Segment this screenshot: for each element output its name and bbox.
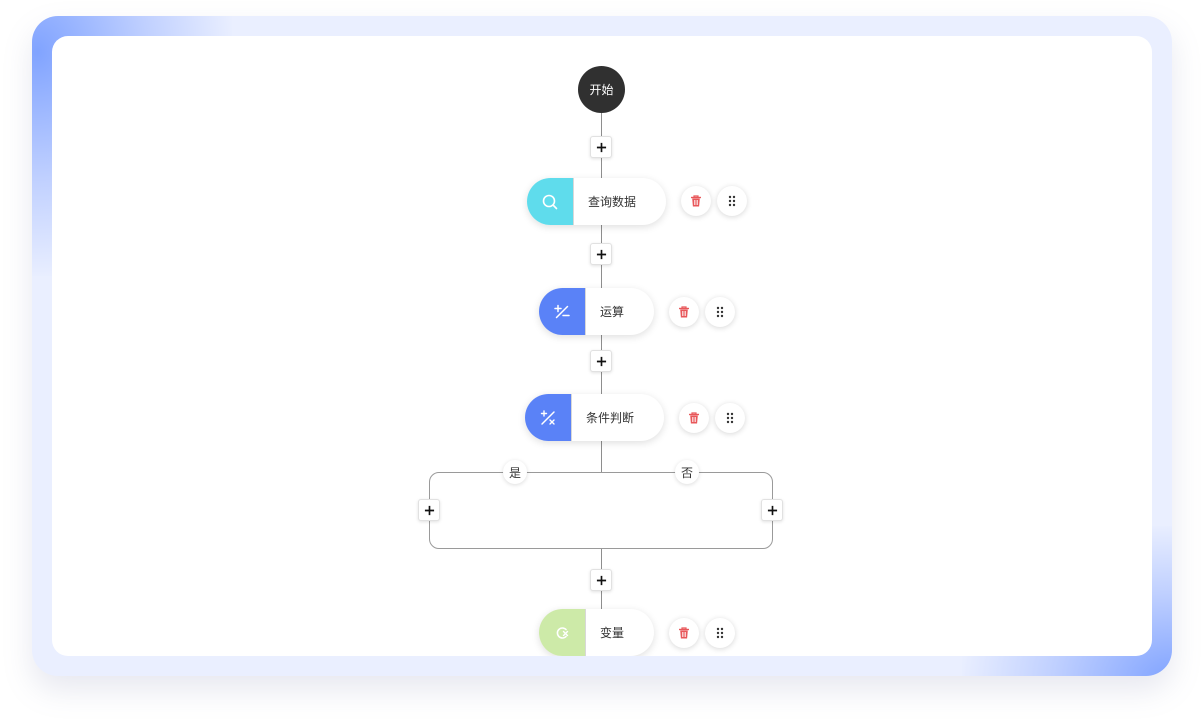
trash-icon bbox=[679, 627, 689, 639]
delete-node-button[interactable] bbox=[681, 186, 711, 216]
connector-line bbox=[601, 441, 602, 472]
node-icon-box bbox=[527, 178, 574, 225]
add-yes-branch-step-button[interactable] bbox=[418, 499, 440, 521]
add-step-button[interactable] bbox=[590, 569, 612, 591]
node-query-data[interactable]: 查询数据 bbox=[527, 178, 666, 225]
add-step-button[interactable] bbox=[590, 243, 612, 265]
flow-canvas: 开始 查询数据 bbox=[52, 36, 1152, 656]
plus-icon bbox=[767, 505, 777, 515]
trash-icon bbox=[689, 412, 699, 424]
start-node[interactable]: 开始 bbox=[578, 66, 625, 113]
add-no-branch-step-button[interactable] bbox=[761, 499, 783, 521]
node-calculate[interactable]: 运算 bbox=[539, 288, 654, 335]
condition-branch-box bbox=[429, 472, 773, 549]
node-label: 条件判断 bbox=[586, 411, 635, 425]
node-icon-box bbox=[525, 394, 572, 441]
drag-handle-icon bbox=[716, 306, 724, 318]
node-icon-box bbox=[539, 609, 586, 656]
drag-node-handle[interactable] bbox=[715, 403, 745, 433]
plus-icon bbox=[424, 505, 434, 515]
no-text: 否 bbox=[680, 465, 693, 480]
node-label: 变量 bbox=[600, 626, 625, 640]
trash-icon bbox=[679, 306, 689, 318]
plus-icon bbox=[596, 356, 606, 366]
plus-icon bbox=[596, 249, 606, 259]
search-icon bbox=[542, 194, 558, 209]
trash-icon bbox=[691, 195, 701, 207]
branch-yes-label[interactable]: 是 bbox=[503, 460, 527, 484]
delete-node-button[interactable] bbox=[669, 297, 699, 327]
delete-node-button[interactable] bbox=[669, 618, 699, 648]
drag-node-handle[interactable] bbox=[705, 618, 735, 648]
yes-text: 是 bbox=[508, 465, 521, 480]
plus-icon bbox=[596, 575, 606, 585]
drag-handle-icon bbox=[726, 412, 734, 424]
node-label: 运算 bbox=[600, 305, 625, 319]
percent-condition-icon bbox=[540, 409, 555, 425]
plus-icon bbox=[596, 142, 606, 152]
add-step-button[interactable] bbox=[590, 350, 612, 372]
add-step-button[interactable] bbox=[590, 136, 612, 158]
plus-minus-icon bbox=[554, 304, 570, 318]
node-condition[interactable]: 条件判断 bbox=[525, 394, 664, 441]
variable-icon bbox=[556, 626, 569, 639]
node-icon-box bbox=[539, 288, 586, 335]
node-variable[interactable]: 变量 bbox=[539, 609, 654, 656]
drag-handle-icon bbox=[728, 195, 736, 207]
drag-node-handle[interactable] bbox=[705, 297, 735, 327]
app-frame: 开始 查询数据 bbox=[32, 16, 1172, 676]
drag-handle-icon bbox=[716, 627, 724, 639]
start-label: 开始 bbox=[589, 83, 614, 97]
node-label: 查询数据 bbox=[588, 195, 637, 209]
drag-node-handle[interactable] bbox=[717, 186, 747, 216]
branch-no-label[interactable]: 否 bbox=[675, 460, 699, 484]
delete-node-button[interactable] bbox=[679, 403, 709, 433]
